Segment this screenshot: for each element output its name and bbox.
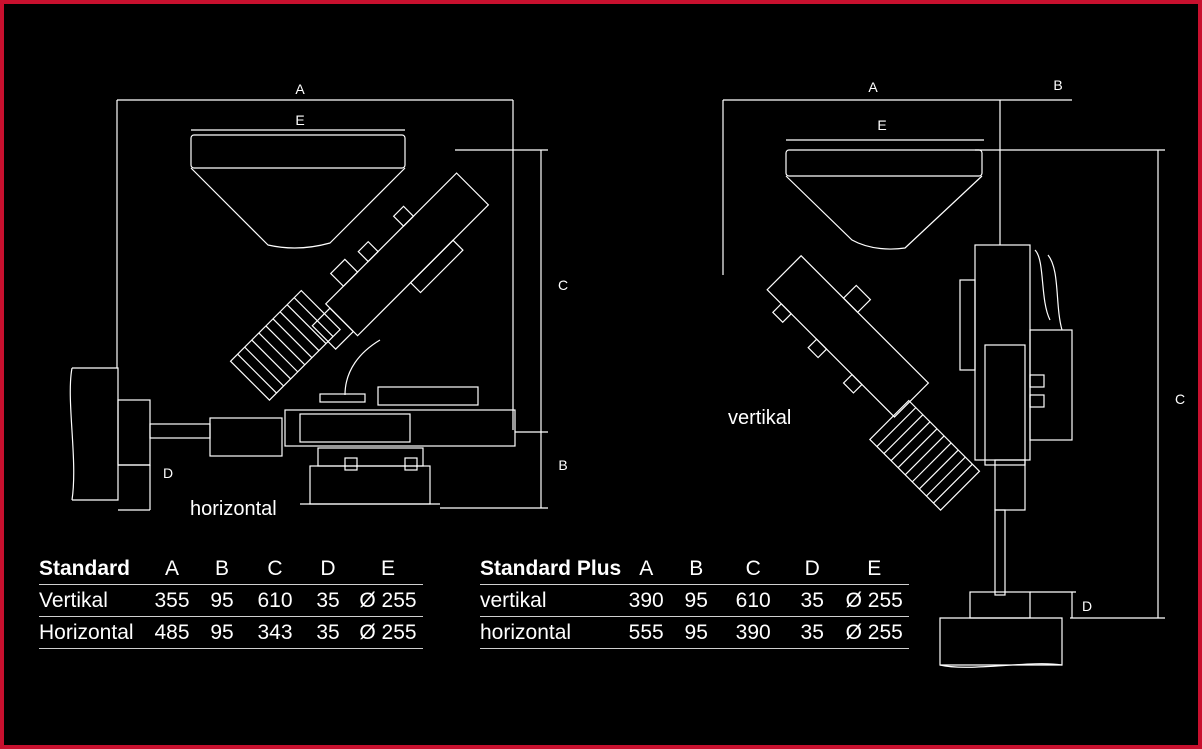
inclined-feed-unit	[766, 254, 930, 418]
piston-housing	[984, 344, 1026, 466]
cell-e: Ø 255	[839, 616, 910, 649]
cell-c: 610	[247, 584, 303, 617]
hopper-body	[190, 167, 406, 249]
hose	[1047, 254, 1063, 331]
break-line	[69, 367, 75, 501]
caption-horizontal: horizontal	[190, 498, 277, 520]
heat-sink	[868, 399, 981, 512]
hopper-body	[785, 175, 983, 250]
dim-label-c-left: C	[558, 277, 568, 293]
feed-plate	[377, 386, 479, 406]
hose	[1034, 249, 1051, 321]
row-label: Vertikal	[39, 584, 147, 617]
sensor	[319, 393, 366, 403]
dim-label-e-right: E	[877, 117, 886, 133]
column-header: B	[671, 553, 722, 585]
cell-c: 390	[721, 616, 786, 649]
cell-d: 35	[303, 616, 353, 649]
cell-e: Ø 255	[839, 584, 910, 617]
cell-e: Ø 255	[353, 616, 423, 649]
table-header-row: Standard Plus A B C D E	[480, 553, 910, 585]
cell-b: 95	[197, 616, 247, 649]
row-label: vertikal	[480, 584, 622, 617]
dim-label-b-right: B	[1053, 77, 1062, 93]
dim-label-b-left: B	[558, 457, 567, 473]
column-header: C	[721, 553, 786, 585]
dim-label-c-right: C	[1175, 391, 1185, 407]
column-header: E	[353, 553, 423, 585]
horizontal-drawing	[69, 99, 548, 511]
column-header: C	[247, 553, 303, 585]
break-line	[939, 663, 1063, 668]
fitting	[344, 457, 358, 471]
hopper-lid	[785, 149, 983, 177]
table-title: Standard	[39, 553, 147, 585]
table-row: Horizontal 485 95 343 35 Ø 255	[39, 616, 423, 649]
dim-label-a-left: A	[295, 81, 305, 97]
table-header-row: Standard A B C D E	[39, 553, 423, 585]
fitting	[1029, 394, 1045, 408]
fitting	[1029, 374, 1045, 388]
table-row: horizontal 555 95 390 35 Ø 255	[480, 616, 910, 649]
column-header: D	[303, 553, 353, 585]
cell-a: 355	[147, 584, 197, 617]
adapter	[209, 417, 283, 457]
spec-table-standard-plus: Standard Plus A B C D E vertikal 390 95 …	[480, 553, 910, 649]
cell-c: 343	[247, 616, 303, 649]
cell-a: 555	[621, 616, 672, 649]
dim-label-e-left: E	[295, 112, 304, 128]
column-header: A	[147, 553, 197, 585]
row-label: horizontal	[480, 616, 622, 649]
cell-b: 95	[671, 584, 722, 617]
hopper-lid	[190, 134, 406, 169]
cell-b: 95	[671, 616, 722, 649]
cell-e: Ø 255	[353, 584, 423, 617]
cell-d: 35	[303, 584, 353, 617]
hose	[344, 339, 381, 396]
dim-label-d-right: D	[1082, 598, 1092, 614]
table-row: Vertikal 355 95 610 35 Ø 255	[39, 584, 423, 617]
spec-table-standard: Standard A B C D E Vertikal 355 95 610 3…	[39, 553, 423, 649]
cell-a: 390	[621, 584, 672, 617]
vertical-drawing	[722, 99, 1165, 668]
feed-sleeve	[299, 413, 411, 443]
heat-sink	[229, 289, 342, 402]
table-row: vertikal 390 95 610 35 Ø 255	[480, 584, 910, 617]
cell-d: 35	[785, 584, 840, 617]
caption-vertikal: vertikal	[728, 407, 791, 429]
row-label: Horizontal	[39, 616, 147, 649]
feed-cylinder	[284, 409, 516, 447]
dim-label-d-left: D	[163, 465, 173, 481]
nozzle	[994, 509, 1006, 596]
column-header: E	[839, 553, 910, 585]
column-header: D	[785, 553, 840, 585]
lower-housing	[994, 459, 1026, 511]
fitting	[404, 457, 418, 471]
table-title: Standard Plus	[480, 553, 622, 585]
cell-a: 485	[147, 616, 197, 649]
cell-c: 610	[721, 584, 786, 617]
cell-d: 35	[785, 616, 840, 649]
column-header: A	[621, 553, 672, 585]
dim-label-a-right: A	[868, 79, 878, 95]
column-header: B	[197, 553, 247, 585]
cell-b: 95	[197, 584, 247, 617]
inclined-feed-unit	[311, 172, 490, 350]
side-block	[959, 279, 976, 371]
